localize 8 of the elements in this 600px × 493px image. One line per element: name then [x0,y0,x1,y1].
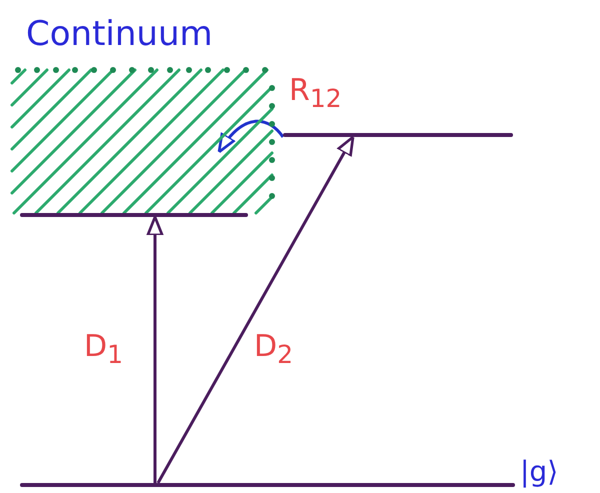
transition-arrow [146,216,164,483]
transition-arrow [156,136,354,484]
energy-level-line [20,483,515,487]
energy-level-line [20,213,248,217]
state-label: |g⟩ [520,455,558,488]
region-title: Continuum [26,14,213,54]
transition-arrow [218,120,284,154]
energy-level-line [283,133,513,137]
